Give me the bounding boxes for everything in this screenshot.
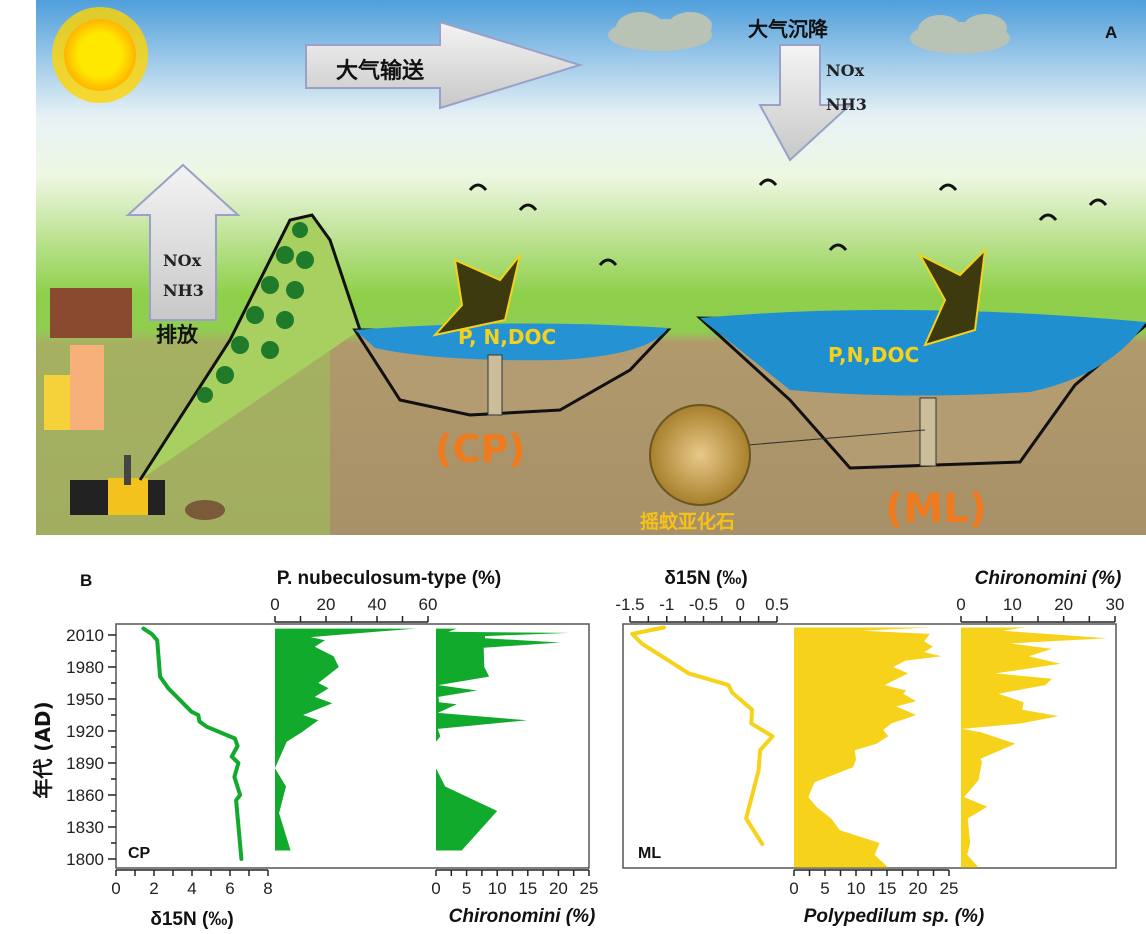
cp-lake-water bbox=[355, 323, 668, 361]
deposition-nh3: NH3 bbox=[826, 95, 867, 114]
rain-cloud-icon bbox=[608, 12, 712, 51]
y-axis-title: 年代 (AD) bbox=[31, 701, 55, 798]
emission-arrow-icon bbox=[125, 163, 241, 321]
cp-d15n-line bbox=[141, 626, 244, 861]
ml-chironomini-tick-label: 10 bbox=[1003, 595, 1022, 614]
cp-d15n-tick-label: 8 bbox=[263, 879, 272, 898]
ml-chironomini-area bbox=[961, 627, 1107, 868]
cp-chironomini-tick-label: 10 bbox=[488, 879, 507, 898]
cp-sediment-core bbox=[487, 354, 503, 416]
y-axis-tick-label: 1890 bbox=[66, 754, 104, 773]
ml-d15n-tick-label: -1.5 bbox=[615, 595, 644, 614]
ml-polypedilum-tick-label: 5 bbox=[820, 879, 829, 898]
cp-d15n-tick-label: 0 bbox=[111, 879, 120, 898]
forested-mountain bbox=[138, 213, 362, 481]
y-axis-tick-label: 1920 bbox=[66, 722, 104, 741]
cp-pnub-tick-label: 0 bbox=[270, 595, 279, 614]
cp-d15n-tick-label: 4 bbox=[187, 879, 196, 898]
y-axis-tick-label: 1800 bbox=[66, 850, 104, 869]
ml-chironomini-tick-label: 20 bbox=[1054, 595, 1073, 614]
cp-pnub-tick-label: 60 bbox=[419, 595, 438, 614]
cp-pnub-area bbox=[275, 628, 416, 851]
cp-chironomini-tick-label: 20 bbox=[549, 879, 568, 898]
ml-site-label: ML bbox=[638, 845, 661, 862]
ml-chironomini-tick-label: 30 bbox=[1106, 595, 1125, 614]
ml-polypedilum-axis-title: Polypedilum sp. (%) bbox=[804, 906, 985, 927]
emission-nox: NOx bbox=[163, 251, 202, 270]
ml-polypedilum-tick-label: 10 bbox=[847, 879, 866, 898]
panel-a-label: A bbox=[1105, 23, 1117, 42]
ml-d15n-line bbox=[630, 625, 775, 847]
y-axis-tick-label: 1950 bbox=[66, 690, 104, 709]
cp-chironomini-tick-label: 0 bbox=[431, 879, 440, 898]
forest-trees-icon bbox=[197, 222, 314, 403]
ml-d15n-tick-label: 0 bbox=[736, 595, 745, 614]
ml-chart-frame bbox=[622, 623, 1117, 869]
y-axis-tick-label: 1980 bbox=[66, 658, 104, 677]
cp-site-label: CP bbox=[128, 845, 151, 862]
cp-chironomini-area bbox=[436, 628, 569, 851]
rain-cloud-icon bbox=[910, 14, 1010, 54]
cp-chart-frame bbox=[115, 623, 590, 869]
cp-pnub-axis-title: P. nubeculosum-type (%) bbox=[277, 568, 502, 589]
axis-titles: P. nubeculosum-type (%) δ15N (‰) Chirono… bbox=[150, 568, 1121, 930]
y-axis-tick-label: 1830 bbox=[66, 818, 104, 837]
sun-icon bbox=[52, 7, 148, 103]
cp-pnub-tick-label: 40 bbox=[368, 595, 387, 614]
ml-d15n-tick-label: 0.5 bbox=[765, 595, 789, 614]
city-buildings-icon bbox=[44, 345, 104, 430]
cp-d15n-tick-label: 6 bbox=[225, 879, 234, 898]
ml-polypedilum-tick-label: 0 bbox=[789, 879, 798, 898]
y-axis-tick-label: 1860 bbox=[66, 786, 104, 805]
ml-sediment-core bbox=[919, 397, 937, 467]
cp-chironomini-tick-label: 15 bbox=[518, 879, 537, 898]
ml-d15n-tick-label: -1 bbox=[659, 595, 674, 614]
ml-d15n-axis-title: δ15N (‰) bbox=[664, 568, 747, 589]
ml-polypedilum-tick-label: 20 bbox=[909, 879, 928, 898]
cp-chironomini-tick-label: 25 bbox=[580, 879, 599, 898]
cp-d15n-axis-title: δ15N (‰) bbox=[150, 909, 233, 930]
ml-chironomini-tick-label: 0 bbox=[956, 595, 965, 614]
farmland-icon bbox=[50, 288, 132, 338]
deposition-nox: NOx bbox=[826, 61, 865, 80]
transport-arrow-icon bbox=[305, 20, 584, 110]
emission-label: 排放 bbox=[156, 323, 199, 347]
birds-icon bbox=[468, 178, 1108, 266]
ml-polypedilum-tick-label: 25 bbox=[940, 879, 959, 898]
transport-label: 大气输送 bbox=[336, 58, 424, 84]
cow-icon bbox=[185, 500, 225, 520]
cp-chironomini-tick-label: 5 bbox=[462, 879, 471, 898]
ml-lake-water bbox=[700, 309, 1146, 396]
cp-input-arrow-icon bbox=[432, 254, 521, 337]
deposition-arrow-icon bbox=[758, 44, 853, 162]
ml-chironomini-axis-title: Chironomini (%) bbox=[975, 568, 1122, 589]
cp-nutrients-label: P, N,DOC bbox=[458, 325, 556, 349]
ml-polypedilum-area bbox=[794, 627, 942, 868]
cp-lake-label: (CP) bbox=[435, 427, 525, 471]
cp-pnub-tick-label: 20 bbox=[317, 595, 336, 614]
emission-nh3: NH3 bbox=[163, 281, 204, 300]
cp-d15n-tick-label: 2 bbox=[149, 879, 158, 898]
fossil-label: 摇蚊亚化石 bbox=[640, 510, 735, 533]
panel-a-illustration: 大气输送 大气沉降 NOx NH3 NOx NH3 排放 P, N,DOC (C… bbox=[36, 0, 1146, 535]
y-axis-tick-label: 2010 bbox=[66, 626, 104, 645]
ml-d15n-tick-label: -0.5 bbox=[689, 595, 718, 614]
panel-b-label: B bbox=[80, 571, 92, 590]
deposition-label: 大气沉降 bbox=[748, 17, 829, 41]
ml-lake-label: (ML) bbox=[885, 486, 987, 532]
ml-nutrients-label: P,N,DOC bbox=[828, 343, 919, 367]
chironomid-fossil-image bbox=[649, 404, 751, 506]
ml-polypedilum-tick-label: 15 bbox=[878, 879, 897, 898]
factory-icon bbox=[70, 455, 165, 515]
cp-chironomini-axis-title: Chironomini (%) bbox=[449, 906, 596, 927]
ml-input-arrow-icon bbox=[917, 247, 987, 347]
